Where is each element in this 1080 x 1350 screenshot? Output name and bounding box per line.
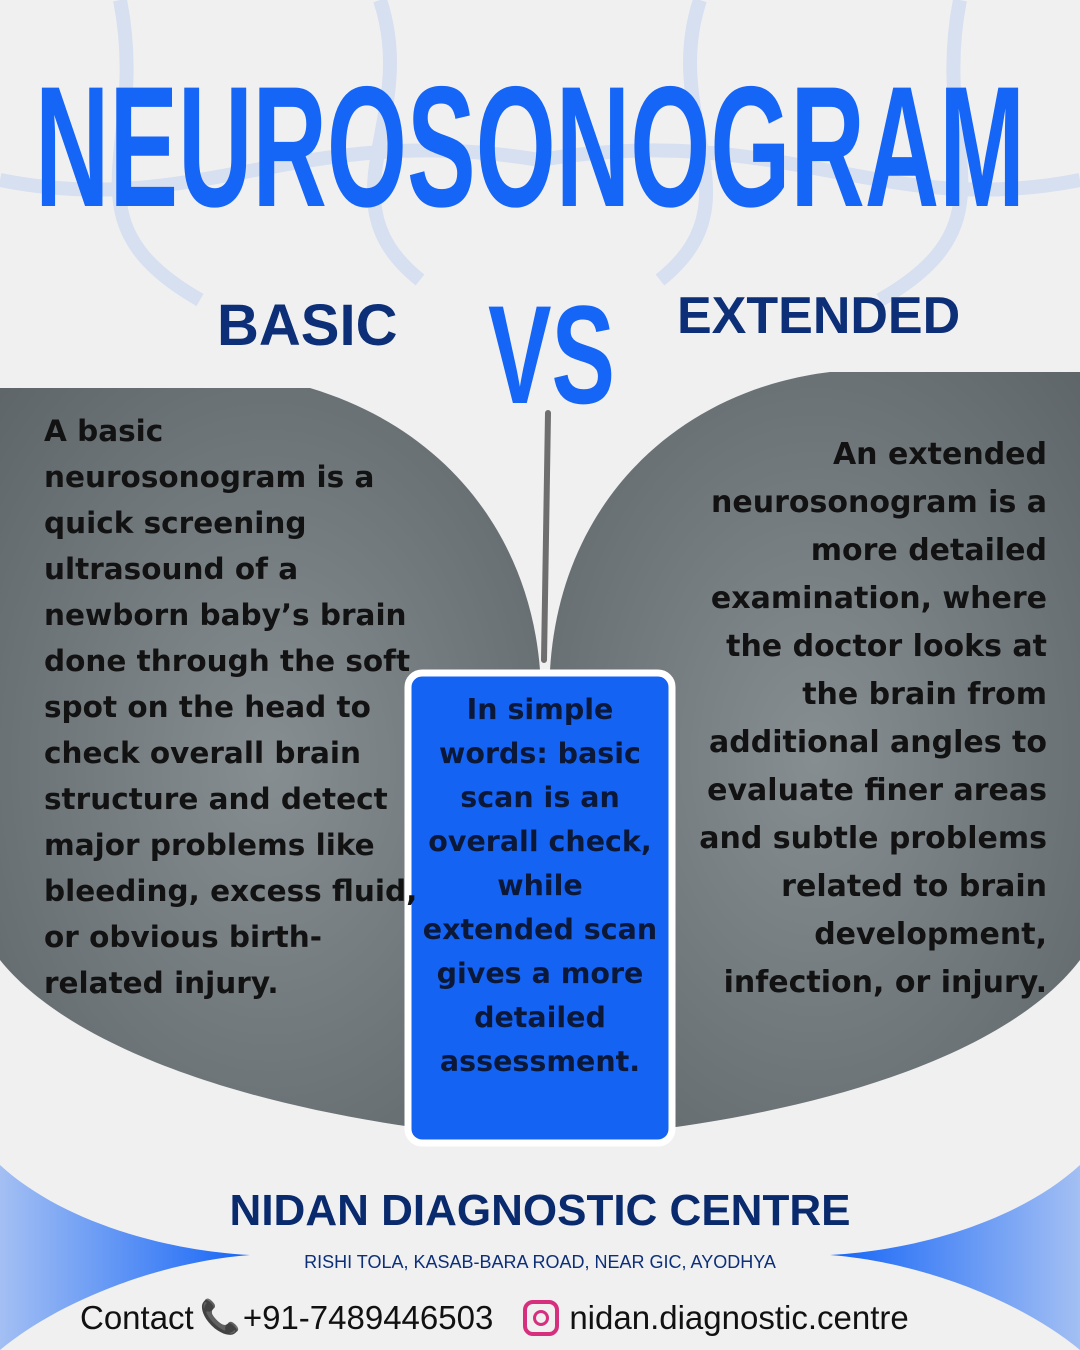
decorative-swirls <box>0 0 1080 307</box>
extended-text-line: more detailed <box>810 533 1047 568</box>
basic-text-line: related injury. <box>44 966 279 1000</box>
brand-name: NIDAN DIAGNOSTIC CENTRE <box>229 1186 851 1235</box>
divider-line <box>541 410 551 663</box>
extended-text-line: evaluate finer areas <box>707 773 1047 808</box>
summary-text-line: In simple <box>466 693 614 726</box>
page-title: NEUROSONOGRAM <box>35 51 1025 243</box>
summary-box <box>404 669 676 1147</box>
right-panel <box>550 372 1080 1140</box>
summary-text-line: words: basic <box>439 737 641 770</box>
extended-text-line: related to brain <box>781 869 1047 904</box>
summary-text: In simple words: basic scan is an overall c… <box>413 688 667 1084</box>
basic-text-line: structure and detect <box>44 782 388 816</box>
basic-text-line: bleeding, excess fluid, <box>44 874 418 908</box>
instagram-handle[interactable]: nidan.diagnostic.centre <box>569 1298 909 1336</box>
basic-text-line: neurosonogram is a <box>44 460 375 494</box>
vs-label: VS <box>488 276 615 433</box>
basic-text-line: major problems like <box>44 828 375 862</box>
extended-text-line: the brain from <box>802 677 1047 712</box>
extended-text-line: additional angles to <box>709 725 1047 760</box>
extended-description: An extended neurosonogram is a more detail… <box>699 431 1047 1007</box>
basic-description: A basic neurosonogram is a quick screening… <box>44 408 417 1006</box>
extended-text-line: neurosonogram is a <box>711 485 1047 520</box>
summary-text-line: detailed <box>474 1001 606 1034</box>
summary-text-line: scan is an <box>460 781 620 814</box>
basic-text-line: or obvious birth- <box>44 920 323 954</box>
basic-heading: BASIC <box>217 293 398 358</box>
contact-label: Contact <box>80 1298 194 1336</box>
basic-text-line: A basic <box>44 414 164 448</box>
extended-text-line: the doctor looks at <box>726 629 1047 664</box>
contact-row: Contact 📞 +91-7489446503 nidan.diagnosti… <box>80 1298 909 1337</box>
extended-text-line: and subtle problems <box>699 821 1047 856</box>
summary-text-line: assessment. <box>439 1045 641 1078</box>
address: RISHI TOLA, KASAB-BARA ROAD, NEAR GIC, A… <box>304 1252 776 1272</box>
extended-text-line: An extended <box>832 437 1047 472</box>
basic-text-line: quick screening <box>44 506 307 540</box>
summary-text-line: gives a more <box>436 957 644 990</box>
extended-text-line: development, <box>814 917 1047 952</box>
extended-heading: EXTENDED <box>677 287 961 345</box>
summary-text-line: extended scan <box>422 913 658 946</box>
phone-number[interactable]: +91-7489446503 <box>242 1298 494 1336</box>
extended-text-line: examination, where <box>710 581 1047 616</box>
phone-icon: 📞 <box>199 1298 241 1335</box>
footer-wing-right <box>830 1165 1080 1350</box>
basic-text-line: done through the soft <box>44 644 411 678</box>
basic-text-line: newborn baby’s brain <box>44 598 407 632</box>
summary-text-line: while <box>497 869 583 902</box>
extended-text-line: infection, or injury. <box>723 965 1047 1000</box>
footer-wing-left <box>0 1165 250 1350</box>
summary-text-line: overall check, <box>428 825 652 858</box>
basic-text-line: ultrasound of a <box>44 552 299 586</box>
basic-text-line: spot on the head to <box>44 690 371 724</box>
instagram-icon <box>523 1299 560 1336</box>
basic-text-line: check overall brain <box>44 736 362 770</box>
